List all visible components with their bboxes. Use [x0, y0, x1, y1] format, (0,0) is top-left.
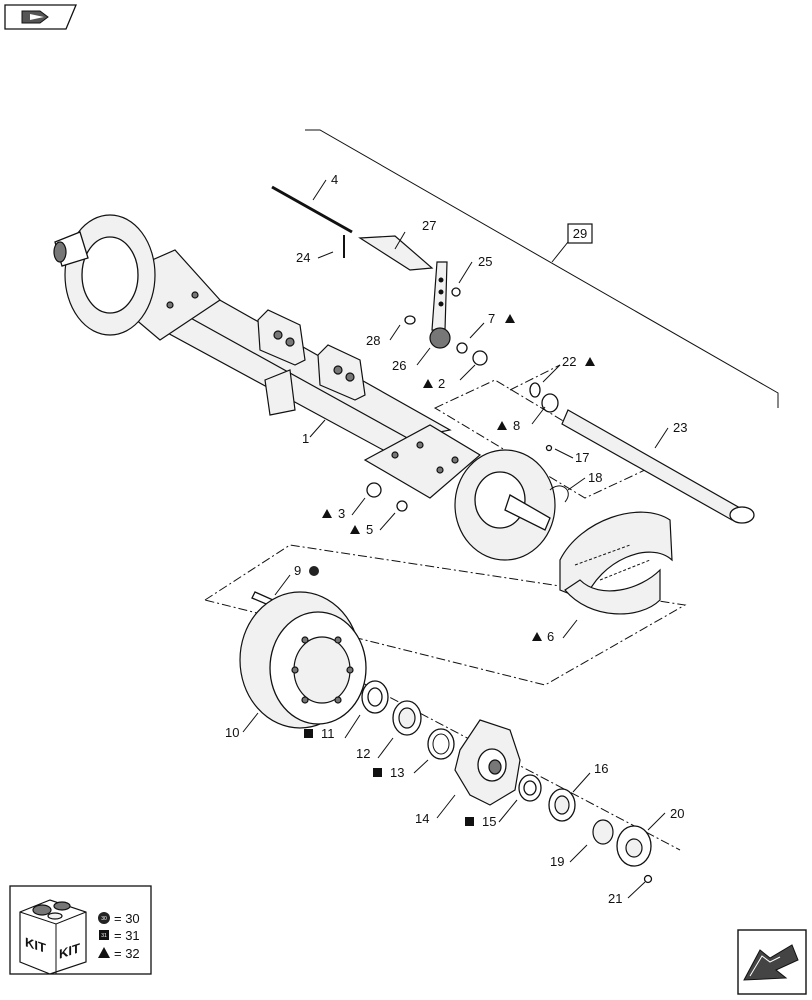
kit-32-triangle-icon: [98, 947, 110, 958]
callout-20: 20: [670, 806, 684, 821]
kit-32-triangle-icon: [497, 421, 507, 430]
callout-7: 7: [488, 311, 515, 326]
svg-text:2: 2: [438, 376, 445, 391]
callout-11: 11: [304, 726, 335, 741]
kit-32-triangle-icon: [532, 632, 542, 641]
svg-text:17: 17: [575, 450, 589, 465]
callout-25: 25: [478, 254, 492, 269]
svg-text:7: 7: [488, 311, 495, 326]
callout-15: 15: [465, 814, 496, 829]
callout-27: 27: [422, 218, 436, 233]
svg-text:28: 28: [366, 333, 380, 348]
assembly-reference-label: 29: [573, 226, 587, 241]
callout-8: 8: [497, 418, 520, 433]
callout-10: 10: [225, 725, 239, 740]
callout-17: 17: [575, 450, 589, 465]
slack-adjuster-part: [429, 261, 451, 349]
back-navigation-button[interactable]: [4, 4, 77, 30]
kit-31-square-icon: [304, 729, 313, 738]
camshaft-part: [561, 409, 755, 524]
kit-box-icon: KIT KIT: [19, 899, 87, 975]
kit-31-square-icon: [465, 817, 474, 826]
callout-18: 18: [588, 470, 602, 485]
svg-text:21: 21: [608, 891, 622, 906]
svg-text:KIT: KIT: [59, 940, 80, 961]
svg-text:KIT: KIT: [25, 934, 46, 955]
callout-22: 22: [562, 354, 595, 369]
svg-text:6: 6: [547, 629, 554, 644]
kit-32-triangle-icon: [505, 314, 515, 323]
svg-text:9: 9: [294, 563, 301, 578]
svg-text:5: 5: [366, 522, 373, 537]
callout-26: 26: [392, 358, 406, 373]
callout-12: 12: [356, 746, 370, 761]
kit-32-triangle-icon: [585, 357, 595, 366]
callout-6: 6: [532, 629, 554, 644]
square-symbol-label: 31: [101, 933, 107, 939]
callout-13: 13: [373, 765, 404, 780]
callout-16: 16: [594, 761, 608, 776]
svg-text:13: 13: [390, 765, 404, 780]
callout-2: 2: [423, 376, 445, 391]
svg-text:25: 25: [478, 254, 492, 269]
right-backing-plate: [454, 449, 556, 561]
kit-32-triangle-icon: [350, 525, 360, 534]
mounting-brackets: [257, 309, 366, 401]
callout-21: 21: [608, 891, 622, 906]
callout-23: 23: [673, 420, 687, 435]
svg-text:10: 10: [225, 725, 239, 740]
circle-symbol-label: 30: [101, 916, 107, 922]
kit-30-circle-icon: [309, 566, 319, 576]
svg-text:18: 18: [588, 470, 602, 485]
svg-text:16: 16: [594, 761, 608, 776]
assembly-reference-box: 29: [567, 223, 593, 244]
legend-triangle-ref: = 32: [114, 946, 140, 961]
legend-square-ref: = 31: [114, 928, 140, 943]
svg-text:15: 15: [482, 814, 496, 829]
svg-text:8: 8: [513, 418, 520, 433]
callout-14: 14: [415, 811, 429, 826]
kit-31-square-icon: [99, 930, 109, 940]
svg-text:27: 27: [422, 218, 436, 233]
svg-text:3: 3: [338, 506, 345, 521]
return-arrow-icon: [21, 10, 49, 24]
kit-31-square-icon: [373, 768, 382, 777]
svg-text:23: 23: [673, 420, 687, 435]
svg-text:1: 1: [302, 431, 309, 446]
callout-3: 3: [322, 506, 345, 521]
next-page-button[interactable]: [737, 929, 807, 995]
svg-text:19: 19: [550, 854, 564, 869]
callout-5: 5: [350, 522, 373, 537]
callout-9: 9: [294, 563, 319, 578]
wheel-hub-part: [454, 719, 521, 806]
legend-circle-ref: = 30: [114, 911, 140, 926]
kit-32-triangle-icon: [322, 509, 332, 518]
kit-legend: KIT KIT 30 = 30 31 = 31 = 32: [9, 885, 152, 975]
callout-4: 4: [331, 172, 338, 187]
brake-shoes-part: [559, 511, 673, 615]
svg-text:24: 24: [296, 250, 310, 265]
callout-19: 19: [550, 854, 564, 869]
kit-30-circle-icon: [98, 912, 110, 924]
svg-text:26: 26: [392, 358, 406, 373]
next-page-arrow-icon: [743, 944, 799, 981]
svg-text:22: 22: [562, 354, 576, 369]
brake-drum-part: [239, 591, 367, 729]
svg-text:12: 12: [356, 746, 370, 761]
callout-28: 28: [366, 333, 380, 348]
kit-32-triangle-icon: [423, 379, 433, 388]
callout-1: 1: [302, 431, 309, 446]
svg-text:20: 20: [670, 806, 684, 821]
callout-24: 24: [296, 250, 310, 265]
svg-text:14: 14: [415, 811, 429, 826]
left-backing-plate: [53, 214, 156, 336]
svg-text:11: 11: [321, 726, 335, 741]
svg-text:4: 4: [331, 172, 338, 187]
